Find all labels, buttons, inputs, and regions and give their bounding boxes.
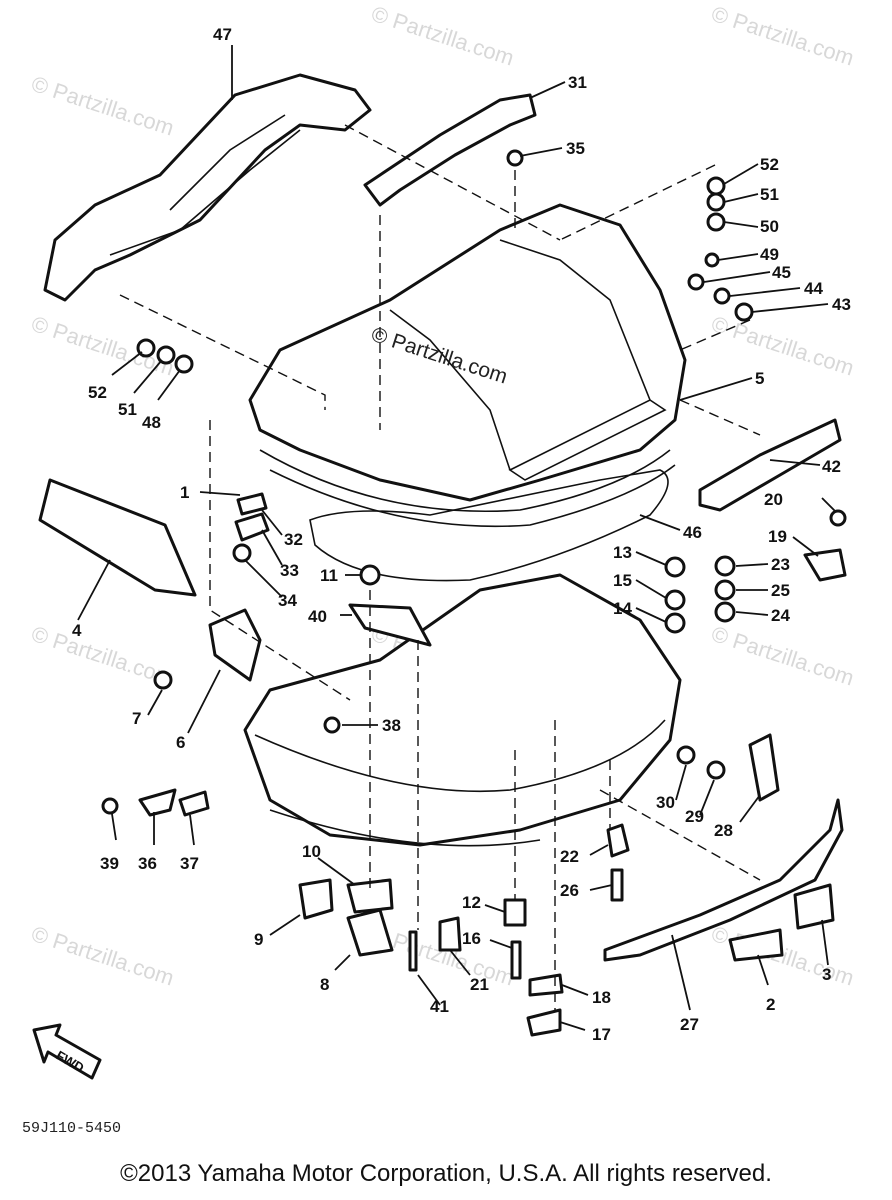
callout-number: 30: [656, 793, 675, 812]
callout-number: 29: [685, 807, 704, 826]
callout-numbers: 47 31 35 52 51 50 49 45 44 43 52 51 48 5…: [72, 25, 851, 1044]
callout-number: 38: [382, 716, 401, 735]
callout-number: 9: [254, 930, 263, 949]
callout-number: 17: [592, 1025, 611, 1044]
callout-number: 49: [760, 245, 779, 264]
callout-number: 13: [613, 543, 632, 562]
callout-number: 35: [566, 139, 585, 158]
copyright-notice: ©2013 Yamaha Motor Corporation, U.S.A. A…: [120, 1160, 772, 1187]
callout-number: 44: [804, 279, 823, 298]
callout-number: 1: [180, 483, 189, 502]
callout-number: 32: [284, 530, 303, 549]
hinge-strip: [508, 399, 667, 481]
callout-number: 39: [100, 854, 119, 873]
leader-lines: [77, 45, 837, 1031]
callout-number: 12: [462, 893, 481, 912]
callout-number: 11: [320, 566, 338, 585]
watermark: © Partzilla.com: [708, 621, 857, 691]
callout-number: 21: [470, 975, 489, 994]
callout-number: 18: [592, 988, 611, 1007]
callout-number: 6: [176, 733, 185, 752]
screw-35: [506, 149, 524, 167]
callout-number: 36: [138, 854, 157, 873]
grab-rail: [363, 93, 537, 207]
watermark: © Partzilla.com: [28, 71, 177, 141]
callout-number: 45: [772, 263, 791, 282]
callout-number: 51: [118, 400, 137, 419]
callout-number: 20: [764, 490, 783, 509]
callout-number: 15: [613, 571, 632, 590]
callout-number: 2: [766, 995, 775, 1014]
diagram-code: 59J110-5450: [22, 1120, 122, 1137]
tail-light-bar: [698, 418, 842, 512]
callout-number: 25: [771, 581, 790, 600]
assembly-lines: [119, 124, 761, 1010]
callout-number: 24: [771, 606, 790, 625]
callout-number: 41: [430, 997, 449, 1016]
callout-number: 5: [755, 369, 764, 388]
callout-number: 23: [771, 555, 790, 574]
callout-number: 28: [714, 821, 733, 840]
watermark: © Partzilla.com: [708, 311, 857, 381]
callout-number: 42: [822, 457, 841, 476]
backrest-pad: [43, 73, 372, 302]
hardware-items: [101, 176, 847, 1037]
watermark: © Partzilla.com: [368, 1, 517, 71]
callout-number: 8: [320, 975, 329, 994]
callout-number: 3: [822, 965, 831, 984]
callout-number: 43: [832, 295, 851, 314]
callout-number: 46: [683, 523, 702, 542]
reflector-panel: [38, 478, 197, 597]
callout-number: 16: [462, 929, 481, 948]
callout-number: 27: [680, 1015, 699, 1034]
fwd-arrow: FWD: [32, 1023, 102, 1080]
callout-number: 47: [213, 25, 232, 44]
callout-number: 26: [560, 881, 579, 900]
callout-number: 51: [760, 185, 779, 204]
callout-number: 40: [308, 607, 327, 626]
callout-number: 14: [613, 599, 632, 618]
trunk-lid: [248, 203, 687, 528]
callout-number: 10: [302, 842, 321, 861]
callout-number: 34: [278, 591, 297, 610]
callout-number: 7: [132, 709, 141, 728]
callout-number: 4: [72, 621, 82, 640]
callout-number: 48: [142, 413, 161, 432]
callout-number: 33: [280, 561, 299, 580]
callout-number: 19: [768, 527, 787, 546]
bumper-strip: [603, 798, 844, 962]
callout-number: 31: [568, 73, 587, 92]
callout-number: 52: [88, 383, 107, 402]
watermark: © Partzilla.com: [28, 921, 177, 991]
watermark: © Partzilla.com: [708, 1, 857, 71]
lid-seal: [309, 469, 669, 582]
trunk-body: [243, 573, 682, 847]
callout-number: 37: [180, 854, 199, 873]
callout-number: 50: [760, 217, 779, 236]
callout-number: 22: [560, 847, 579, 866]
callout-number: 52: [760, 155, 779, 174]
